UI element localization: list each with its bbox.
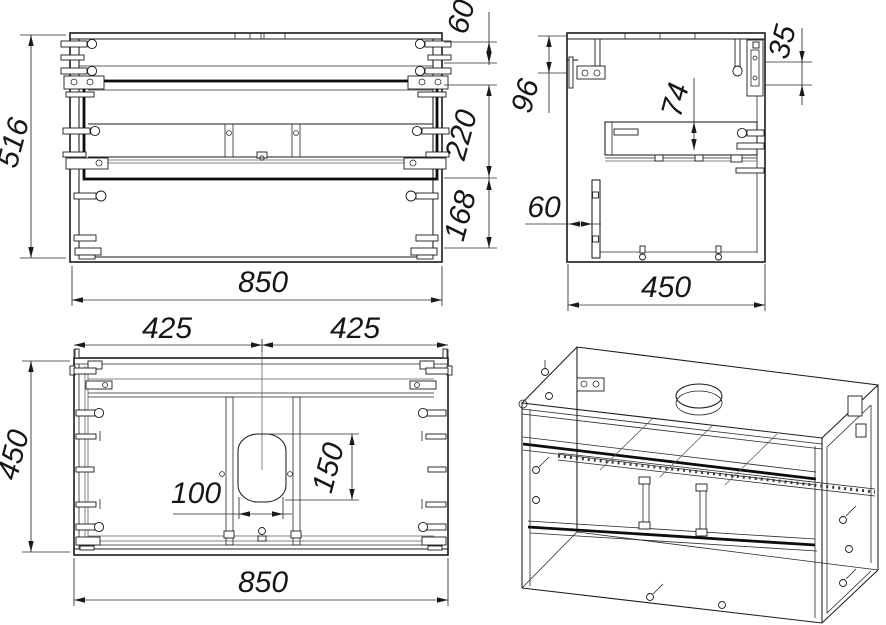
front-view — [60, 32, 452, 263]
drawer-side-outline — [604, 121, 758, 156]
front-strip — [591, 179, 601, 259]
dim-side-shelf: 74 — [655, 79, 696, 120]
top-left-hardware — [69, 348, 113, 551]
dim-side-strip: 60 — [527, 191, 561, 224]
side-view — [566, 32, 766, 263]
dim-front-top-rail: 60 — [441, 0, 482, 37]
dim-hole-height: 150 — [306, 439, 351, 496]
iso-sink-hole — [675, 383, 723, 409]
dim-top-right-half: 425 — [330, 312, 380, 345]
dim-front-bottom-panel: 168 — [438, 187, 483, 244]
wall-hanger-bracket — [576, 65, 606, 80]
top-view — [69, 348, 453, 556]
isometric-view — [518, 346, 880, 624]
sink-drain-hole — [237, 433, 287, 503]
front-left-hardware — [60, 38, 109, 260]
dim-side-hanger: 96 — [505, 75, 546, 116]
dim-side-plate: 35 — [762, 21, 803, 62]
drawer-front-outline — [82, 79, 439, 181]
dim-front-drawer: 220 — [439, 106, 484, 164]
dim-hole-width: 100 — [171, 477, 221, 510]
dim-top-width: 850 — [238, 566, 288, 599]
side-view-dimensions: 96 35 74 60 450 — [505, 21, 812, 311]
top-view-dimensions: 425 425 450 850 100 150 — [0, 312, 449, 606]
dim-front-width: 850 — [238, 266, 288, 299]
dim-side-depth: 450 — [641, 271, 691, 304]
dim-top-left-half: 425 — [142, 312, 192, 345]
